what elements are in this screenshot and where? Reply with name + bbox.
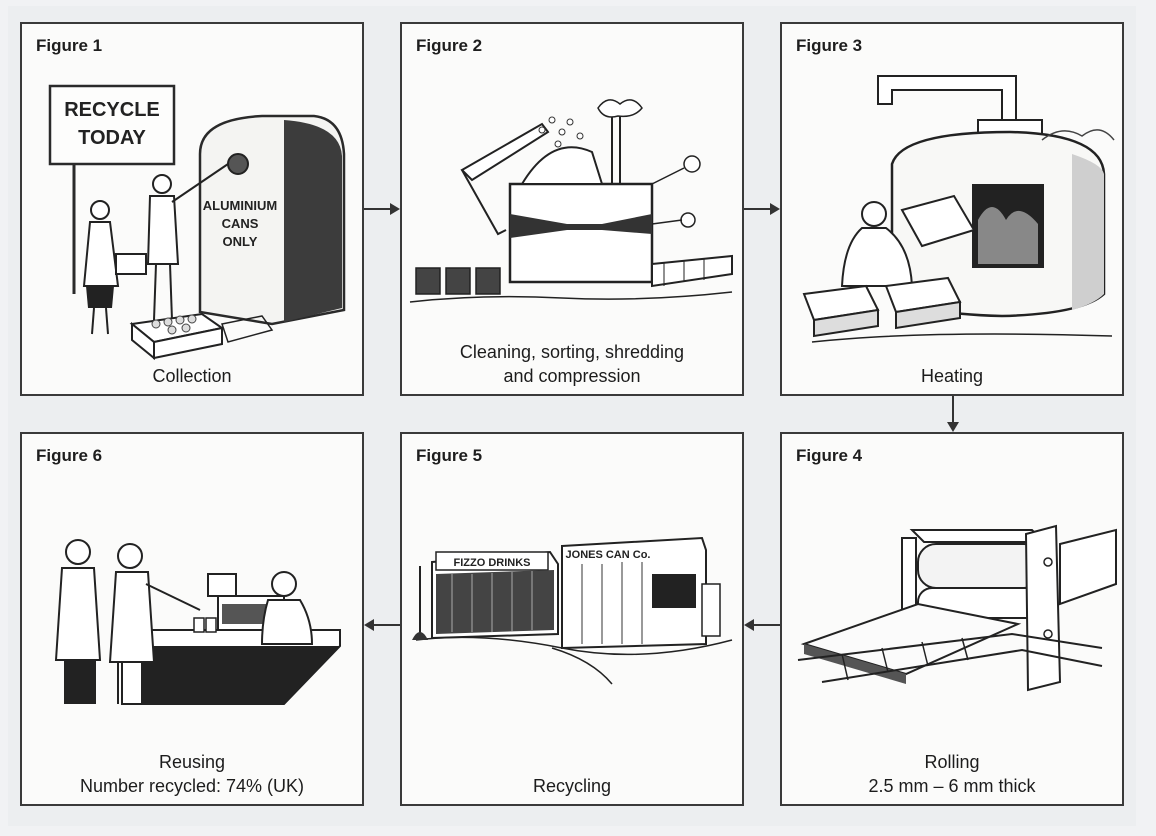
figure-6-caption-line-2: Number recycled: 74% (UK) [79, 776, 305, 796]
figure-1-caption: Collection [22, 364, 362, 388]
arrow-3-to-4 [947, 396, 959, 432]
figure-6-panel: Figure 6 Reusing Nu [20, 432, 364, 806]
cleaning-illustration [409, 99, 733, 303]
arrow-5-to-6 [364, 619, 400, 631]
figure-4-caption-line-2: 2.5 mm – 6 mm thick [868, 776, 1036, 796]
heating-illustration [802, 75, 1115, 343]
figure-1-caption-line-1: Collection [152, 366, 232, 386]
figure-2-caption: Cleaning, sorting, shredding and compres… [402, 340, 742, 388]
figure-1-label: Figure 1 [36, 36, 103, 55]
rolling-illustration [797, 524, 1117, 692]
figure-3-panel: Figure 3 Heating [780, 22, 1124, 396]
figure-2-caption-line-2: and compression [503, 366, 641, 386]
process-diagram: Figure 1 RECYCLE TODAY ALUMINIUM CANS ON… [8, 6, 1136, 826]
recycling-illustration: FIZZO DRINKS JONES CAN Co. [412, 536, 733, 685]
arrow-4-to-5 [744, 619, 780, 631]
sign-line-1: RECYCLE [64, 99, 160, 121]
figure-6-label: Figure 6 [36, 446, 103, 465]
figure-4-panel: Figure 4 Rolling 2.5 mm – 6 mm thick [780, 432, 1124, 806]
figure-5-panel: Figure 5 FIZZO DRINKS JONES CAN Co. [400, 432, 744, 806]
figure-3-caption-line-1: Heating [920, 366, 984, 386]
bin-line-2: CANS [222, 216, 259, 231]
arrow-2-to-3 [744, 203, 780, 215]
figure-4-caption: Rolling 2.5 mm – 6 mm thick [782, 750, 1122, 798]
building-sign-2: JONES CAN Co. [566, 549, 651, 561]
figure-4-label: Figure 4 [796, 446, 863, 465]
figure-2-caption-line-1: Cleaning, sorting, shredding [459, 342, 685, 362]
arrow-1-to-2 [364, 203, 400, 215]
reusing-illustration [54, 539, 341, 705]
collection-illustration: RECYCLE TODAY ALUMINIUM CANS ONLY [48, 84, 346, 361]
sign-line-2: TODAY [78, 127, 146, 149]
figure-2-panel: Figure 2 [400, 22, 744, 396]
figure-6-caption: Reusing Number recycled: 74% (UK) [22, 750, 362, 798]
figure-4-caption-line-1: Rolling [924, 752, 980, 772]
bin-line-3: ONLY [223, 234, 258, 249]
figure-2-label: Figure 2 [416, 36, 483, 55]
figure-3-caption: Heating [782, 364, 1122, 388]
figure-5-caption: Recycling [402, 774, 742, 798]
figure-6-caption-line-1: Reusing [158, 752, 226, 772]
figure-3-label: Figure 3 [796, 36, 863, 55]
figure-1-panel: Figure 1 RECYCLE TODAY ALUMINIUM CANS ON… [20, 22, 364, 396]
building-sign-1: FIZZO DRINKS [454, 557, 531, 569]
figure-5-caption-line-1: Recycling [532, 776, 612, 796]
bin-line-1: ALUMINIUM [203, 198, 277, 213]
figure-5-label: Figure 5 [416, 446, 483, 465]
